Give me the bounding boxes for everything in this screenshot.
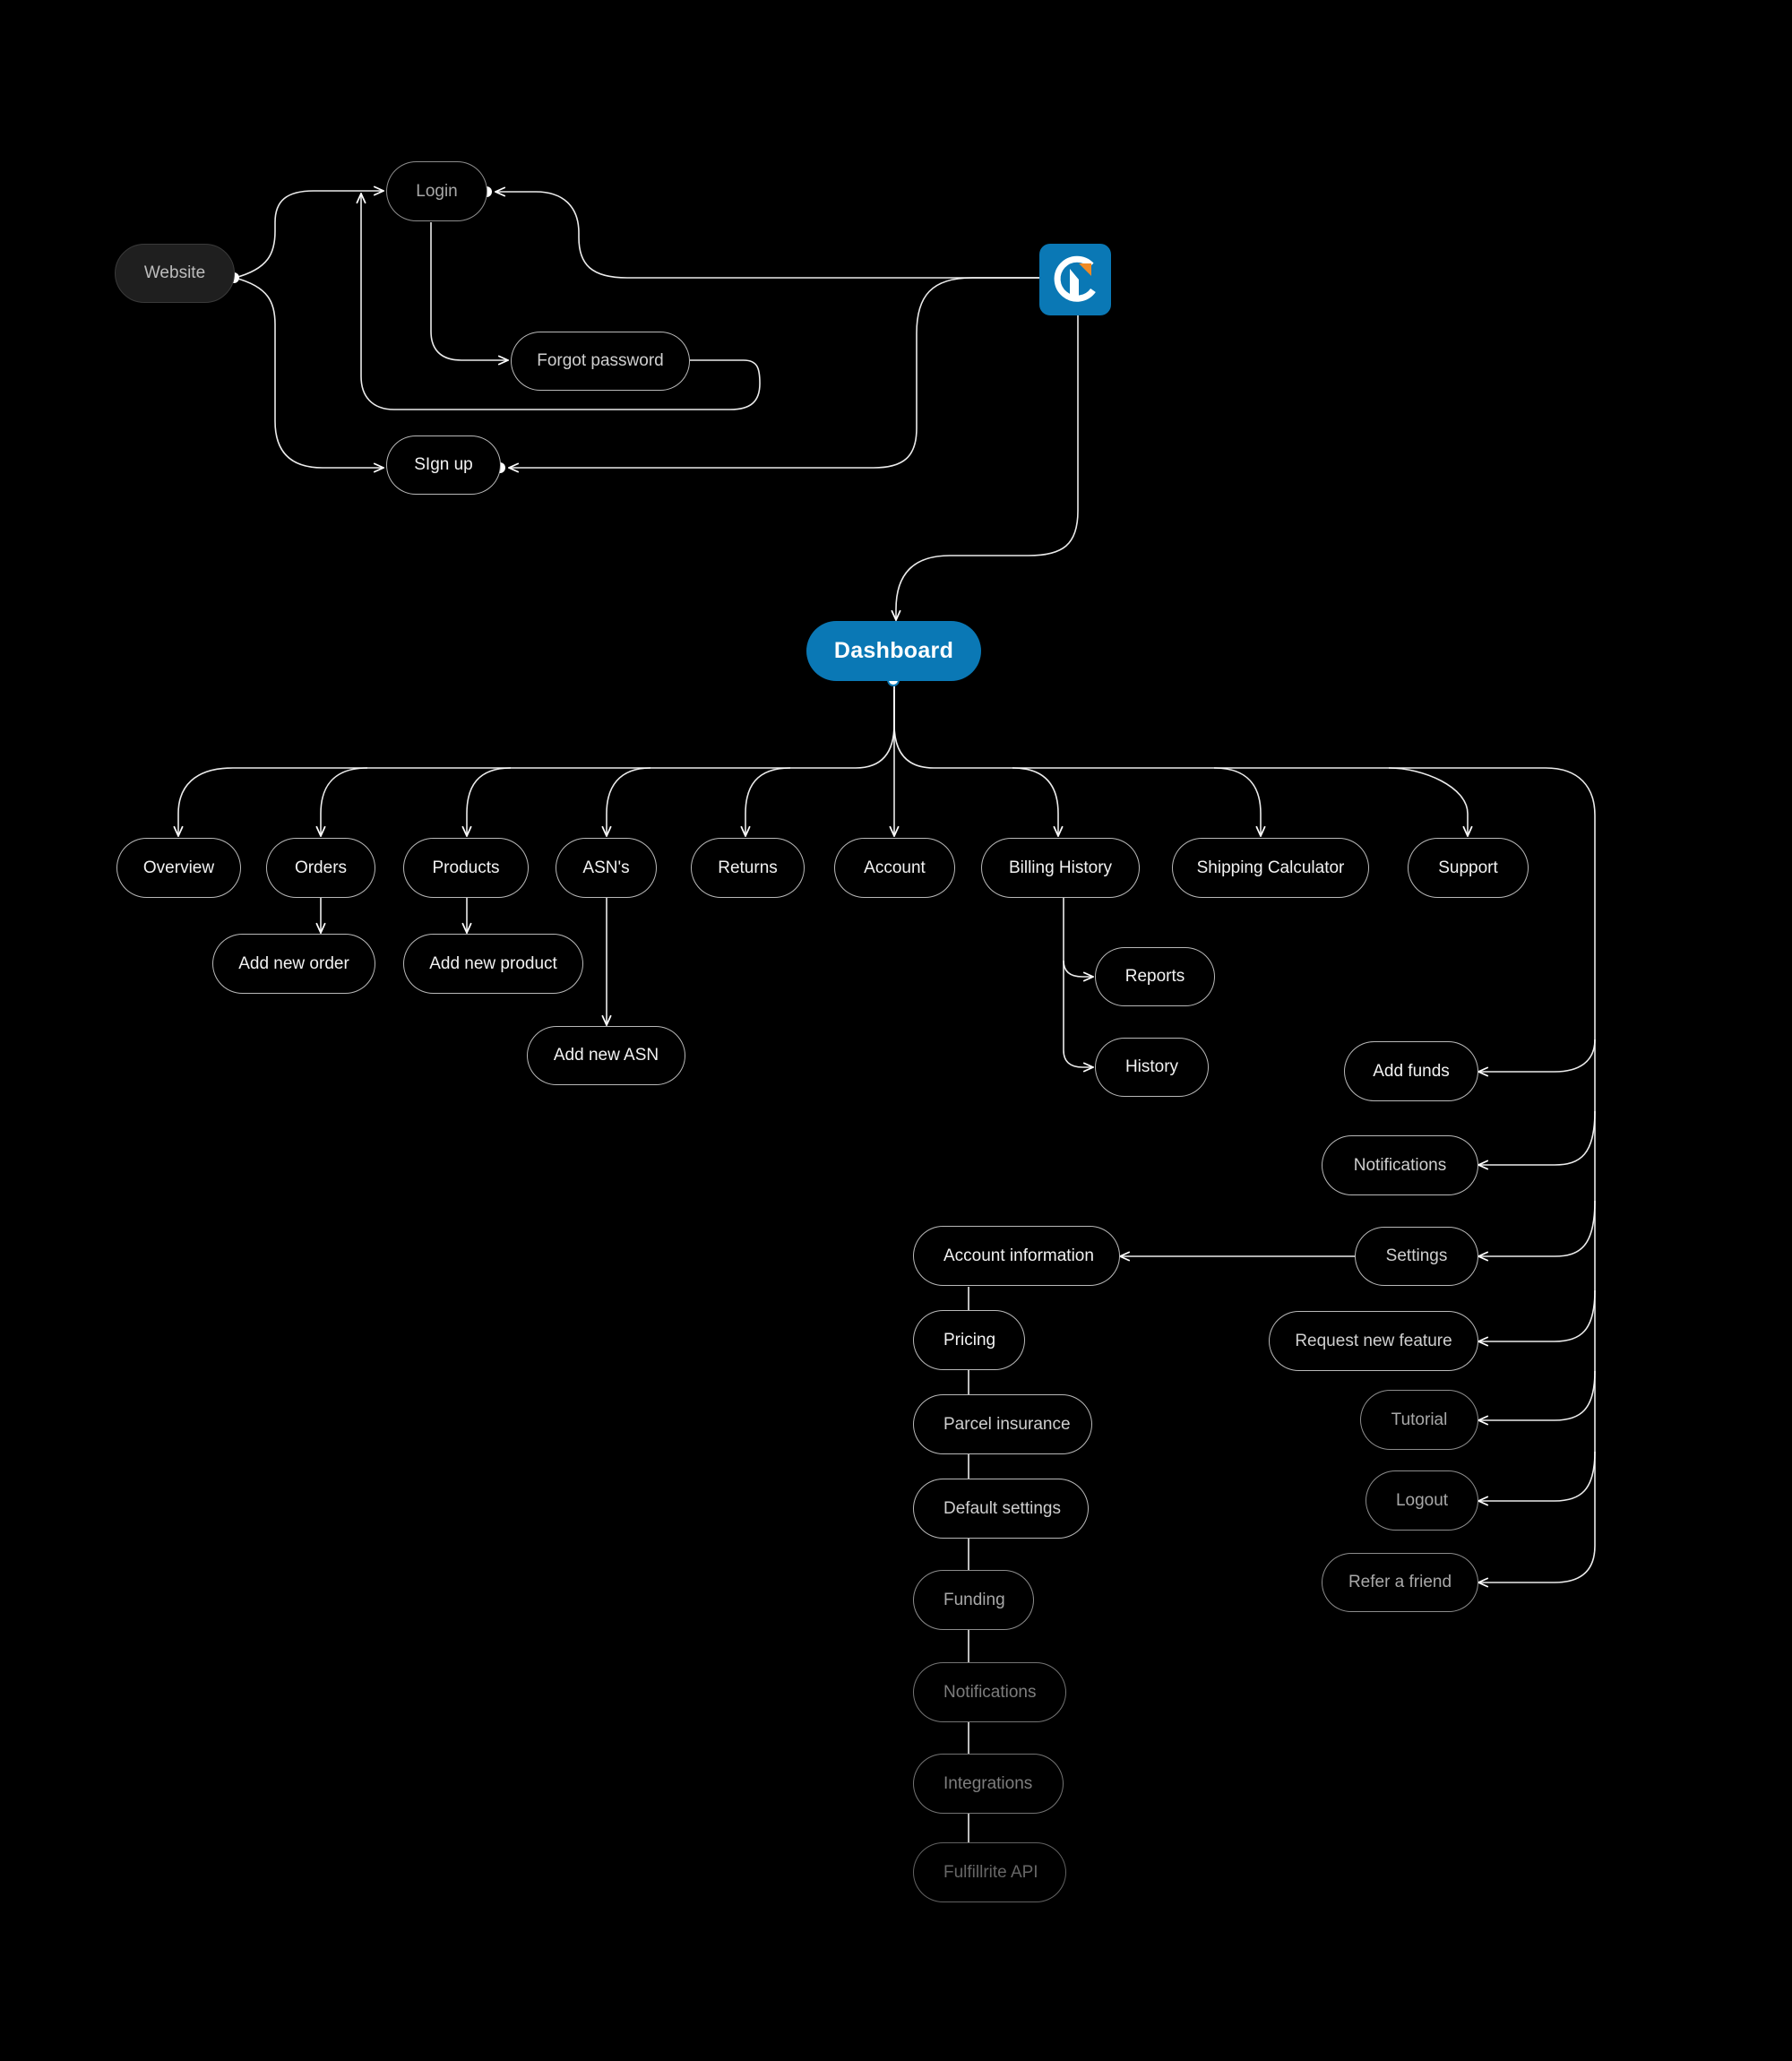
- settings-node[interactable]: Settings: [1355, 1227, 1478, 1286]
- support-node[interactable]: Support: [1408, 838, 1529, 898]
- add-new-order-node[interactable]: Add new order: [212, 934, 375, 994]
- reports-node[interactable]: Reports: [1095, 947, 1215, 1006]
- edge-bus-billing: [1012, 767, 1058, 836]
- edge-billing-history: [1063, 961, 1093, 1067]
- edge-bus-refer: [1478, 1039, 1596, 1582]
- returns-node[interactable]: Returns: [691, 838, 805, 898]
- edge-billing-reports: [1063, 898, 1093, 977]
- integrations-node[interactable]: Integrations: [913, 1754, 1064, 1814]
- edge-dashboard-left-bus: [178, 681, 895, 836]
- billing-history-node[interactable]: Billing History: [981, 838, 1140, 898]
- tutorial-node[interactable]: Tutorial: [1360, 1390, 1478, 1450]
- shipping-calculator-node[interactable]: Shipping Calculator: [1172, 838, 1369, 898]
- parcel-insurance-node[interactable]: Parcel insurance: [913, 1394, 1092, 1454]
- settings-notifications-node[interactable]: Notifications: [913, 1662, 1066, 1722]
- edge-app-login: [495, 192, 1039, 279]
- edge-bus-notifications: [1478, 1110, 1596, 1165]
- edge-bus-support: [1388, 767, 1468, 836]
- request-new-feature-node[interactable]: Request new feature: [1269, 1311, 1478, 1371]
- orders-node[interactable]: Orders: [266, 838, 375, 898]
- refer-a-friend-node[interactable]: Refer a friend: [1322, 1553, 1478, 1612]
- edge-bus-tutorial: [1478, 1370, 1596, 1420]
- sign-up-node[interactable]: SIgn up: [386, 435, 501, 495]
- website-node[interactable]: Website: [115, 244, 235, 303]
- logout-node[interactable]: Logout: [1366, 1470, 1478, 1531]
- edge-forgot-login: [361, 194, 761, 410]
- account-node[interactable]: Account: [834, 838, 955, 898]
- app-logo-icon[interactable]: [1039, 244, 1111, 315]
- pricing-node[interactable]: Pricing: [913, 1310, 1025, 1370]
- asns-node[interactable]: ASN's: [556, 838, 657, 898]
- history-node[interactable]: History: [1095, 1038, 1209, 1097]
- edge-app-dashboard: [896, 315, 1079, 620]
- edge-website-signup: [234, 277, 383, 468]
- account-notifications-node[interactable]: Notifications: [1322, 1135, 1478, 1195]
- fulfillrite-api-node[interactable]: Fulfillrite API: [913, 1842, 1066, 1902]
- edge-login-forgot: [430, 222, 508, 360]
- edge-bus-asns: [607, 767, 651, 836]
- dashboard-node[interactable]: Dashboard: [806, 621, 981, 681]
- overview-node[interactable]: Overview: [116, 838, 241, 898]
- login-node[interactable]: Login: [386, 161, 487, 221]
- add-new-product-node[interactable]: Add new product: [403, 934, 583, 994]
- logo-mark-icon: [1054, 255, 1096, 302]
- edge-dashboard-right-bus: [893, 681, 1596, 1072]
- edge-bus-shipping: [1213, 767, 1261, 836]
- funding-node[interactable]: Funding: [913, 1570, 1034, 1630]
- edge-bus-products: [467, 767, 512, 836]
- edge-bus-logout: [1478, 1451, 1596, 1501]
- edge-app-signup: [509, 277, 1039, 468]
- add-funds-node[interactable]: Add funds: [1344, 1041, 1478, 1101]
- add-new-asn-node[interactable]: Add new ASN: [527, 1026, 685, 1085]
- default-settings-node[interactable]: Default settings: [913, 1479, 1089, 1539]
- edge-bus-orders: [321, 767, 368, 836]
- account-information-node[interactable]: Account information: [913, 1226, 1120, 1286]
- edge-website-login: [234, 191, 383, 279]
- forgot-password-node[interactable]: Forgot password: [511, 332, 690, 391]
- edge-bus-returns: [745, 767, 791, 836]
- products-node[interactable]: Products: [403, 838, 529, 898]
- edge-bus-settings: [1478, 1200, 1596, 1256]
- edge-bus-feature: [1478, 1289, 1596, 1341]
